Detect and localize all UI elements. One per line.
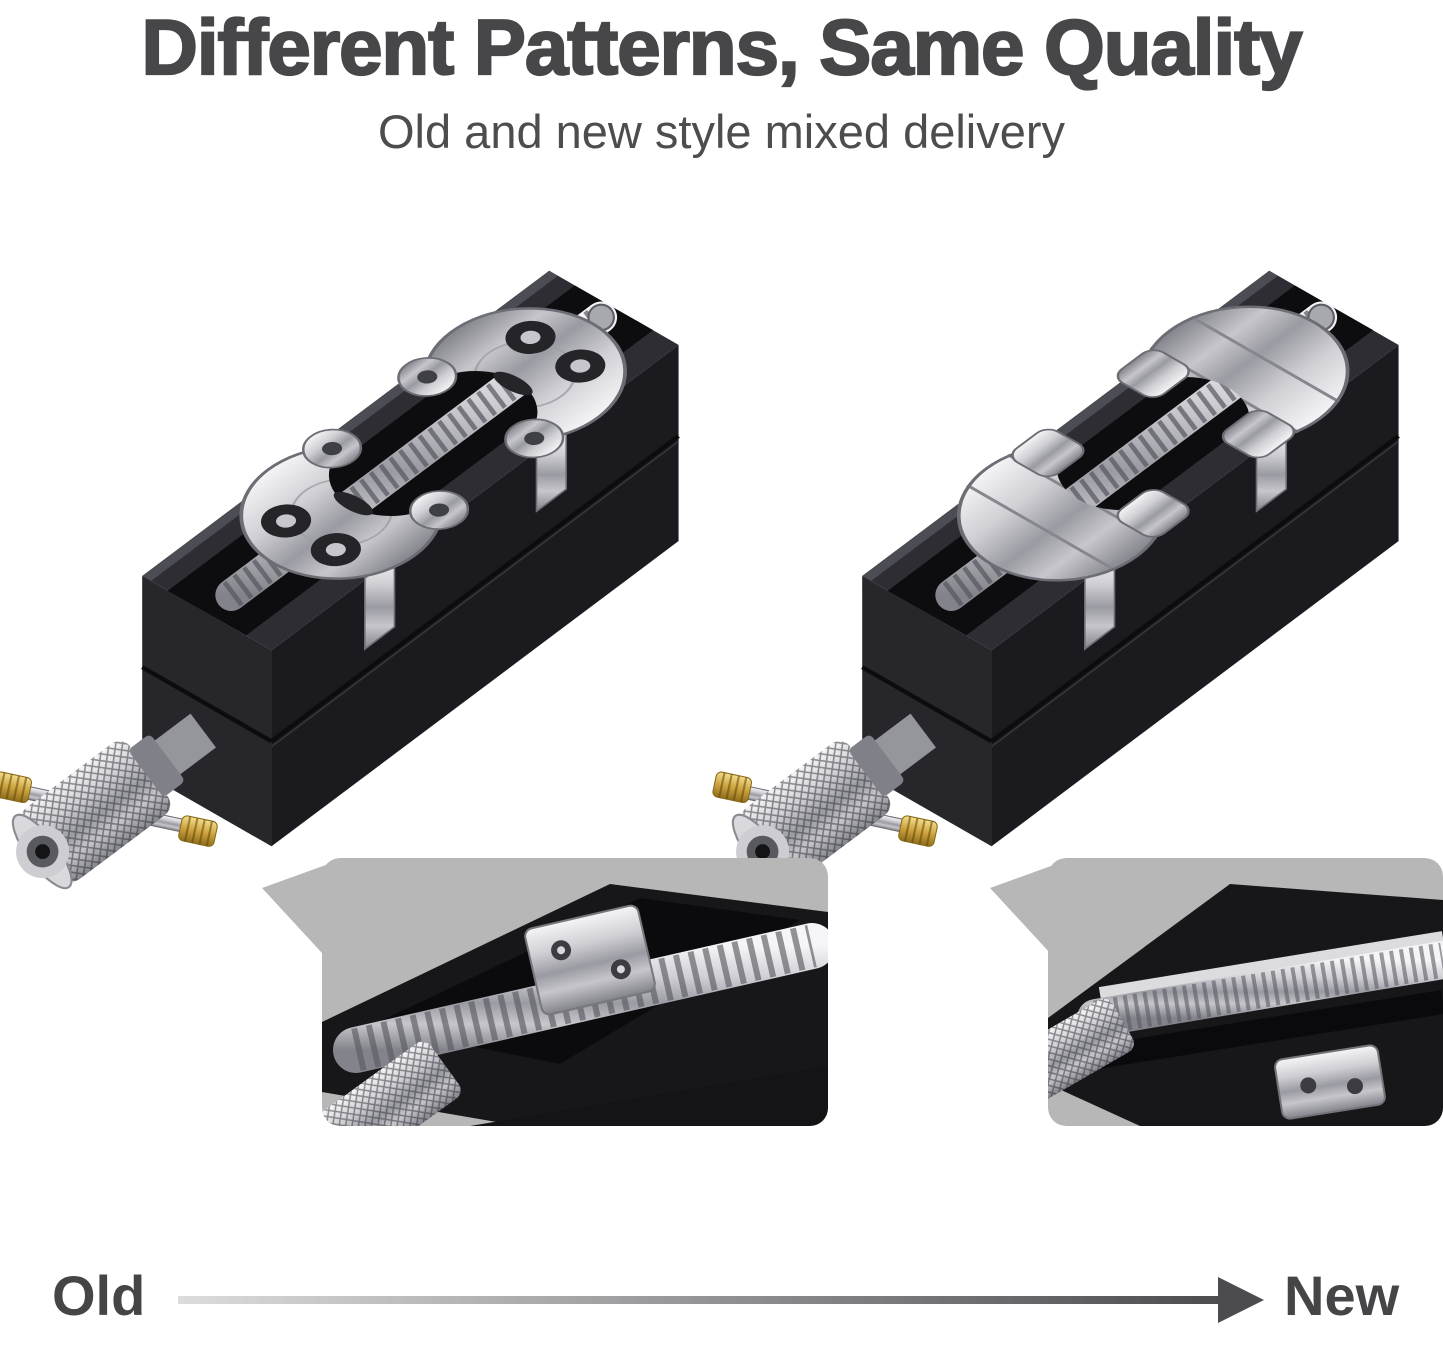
new-style-tool-image (711, 271, 1398, 896)
page-subtitle: Old and new style mixed delivery (377, 105, 1066, 158)
old-to-new-arrow (178, 1277, 1264, 1323)
page-title: Different Patterns, Same Quality (140, 2, 1303, 92)
old-inset-pointer (262, 862, 334, 966)
mount-bracket (1274, 1044, 1386, 1120)
new-label: New (1284, 1264, 1400, 1327)
old-style-detail-inset (322, 858, 828, 1126)
old-style-tool-image (0, 271, 679, 896)
guide-plate (524, 904, 656, 1016)
knurled-knob-closeup (1048, 998, 1134, 1114)
new-style-detail-inset (1048, 858, 1443, 1126)
slide-rail-closeup (1098, 931, 1443, 1001)
new-inset-pointer (990, 862, 1062, 966)
knurled-knob-closeup (322, 1041, 461, 1126)
old-label: Old (52, 1264, 146, 1327)
